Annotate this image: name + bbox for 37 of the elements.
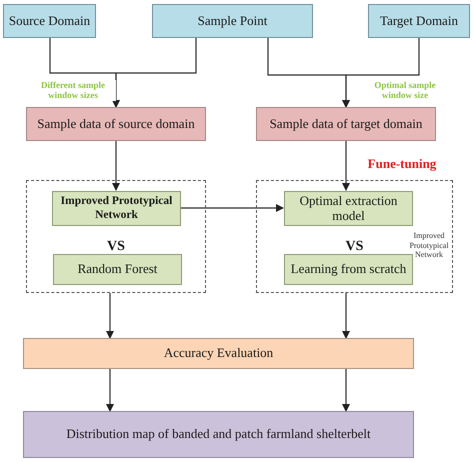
- arrow: [112, 141, 120, 191]
- process-box: [23, 411, 414, 458]
- box-label: Distribution map of banded and patch farmland shelterbelt: [66, 427, 371, 442]
- process-box: [284, 254, 413, 285]
- box-label: Source Domain: [8, 14, 90, 28]
- edge-label: Fune-tuning: [366, 157, 438, 172]
- process-box: [53, 254, 182, 285]
- box-label: Sample Point: [198, 14, 268, 28]
- process-box: [368, 4, 470, 38]
- process-box: [256, 107, 436, 141]
- arrow: [342, 369, 350, 412]
- arrow: [342, 141, 350, 191]
- dashed-group-box: [26, 180, 206, 293]
- box-label: Sample data of target domain: [270, 116, 422, 132]
- side-note: Improved Prototypical Network: [408, 231, 450, 260]
- process-box: [26, 107, 206, 141]
- process-box: [52, 191, 181, 226]
- box-label: Learning from scratch: [290, 262, 406, 277]
- process-box: [3, 4, 96, 38]
- process-box: [152, 4, 313, 38]
- box-label: Accuracy Evaluation: [164, 346, 274, 361]
- vs-text: VS: [346, 238, 364, 256]
- box-label: Optimal extraction model: [298, 194, 398, 224]
- arrow: [106, 293, 114, 339]
- vs-text: VS: [107, 238, 125, 256]
- arrow: [342, 293, 350, 339]
- box-label: Random Forest: [78, 262, 158, 277]
- process-box: [23, 338, 414, 369]
- box-label: Improved Prototypical Network: [60, 195, 174, 222]
- arrow: [342, 38, 420, 108]
- box-label: Sample data of source domain: [37, 116, 195, 132]
- arrow: [180, 204, 284, 212]
- process-box: [284, 191, 413, 226]
- dashed-group-box: [256, 180, 453, 293]
- arrow: [106, 369, 114, 412]
- arrow: [112, 38, 197, 108]
- box-label: Target Domain: [380, 14, 458, 28]
